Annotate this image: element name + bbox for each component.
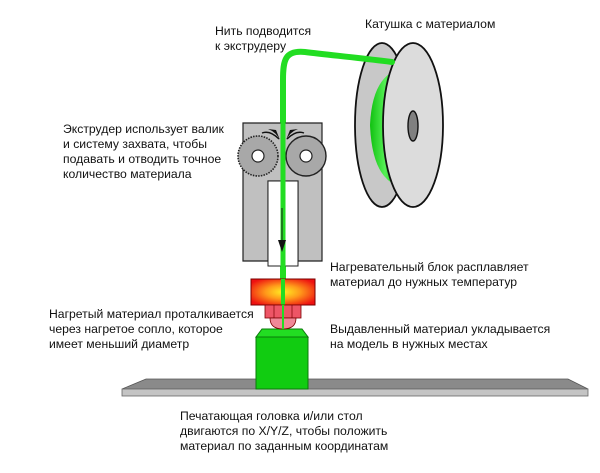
deposition-label: Выдавленный материал укладывается на мод…	[330, 322, 551, 351]
motion-label: Печатающая головка и/или стол двигаются …	[180, 409, 389, 453]
heater-block-label: Нагревательный блок расплавляет материал…	[330, 260, 529, 289]
filament-feed-label: Нить подводится к экструдеру	[215, 24, 312, 53]
drive-gear-icon	[237, 135, 279, 177]
spool	[354, 42, 444, 208]
nozzle-label: Нагретый материал проталкивается через н…	[49, 307, 254, 351]
feed-direction-arrow-icon	[278, 208, 286, 252]
spool-hub-icon	[407, 110, 419, 142]
printed-model	[255, 328, 309, 390]
filament-strand	[280, 48, 395, 323]
spool-label: Катушка с материалом	[365, 17, 496, 31]
nozzle	[264, 304, 302, 330]
heater-block	[250, 278, 316, 306]
idler-wheel-icon	[285, 135, 327, 177]
extruder-label: Экструдер использует валик и систему зах…	[63, 122, 224, 181]
print-bed	[121, 378, 589, 397]
